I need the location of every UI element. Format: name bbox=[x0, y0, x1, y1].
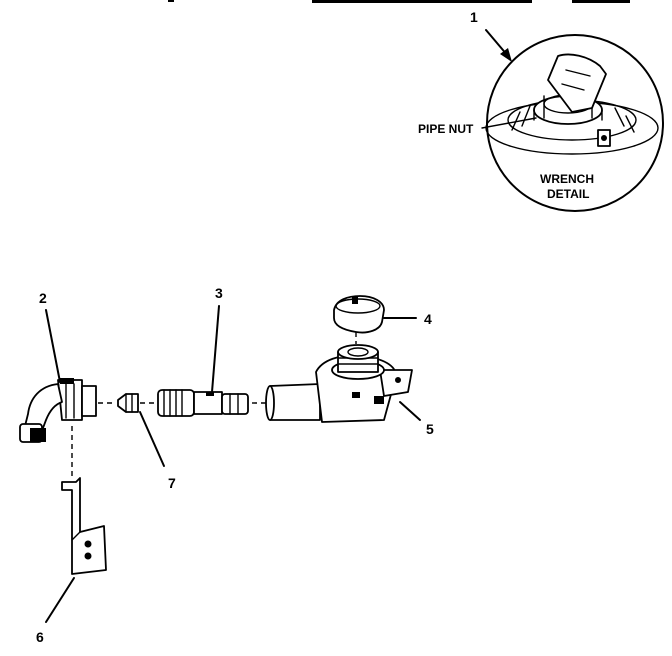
callout-1-number: 1 bbox=[470, 9, 478, 25]
coupling-adapter bbox=[157, 389, 249, 417]
callout-5: 5 bbox=[399, 401, 434, 437]
callout-1-arrowhead bbox=[500, 48, 512, 62]
mounting-bracket bbox=[61, 477, 107, 575]
callout-6: 6 bbox=[36, 577, 75, 645]
callout-4: 4 bbox=[383, 311, 432, 327]
pipe-nut-leader bbox=[481, 117, 537, 129]
cropped-header-text bbox=[168, 0, 630, 3]
callout-5-number: 5 bbox=[426, 421, 434, 437]
callout-7: 7 bbox=[139, 411, 176, 491]
pipe-nut-label: PIPE NUT bbox=[418, 122, 474, 136]
callout-4-number: 4 bbox=[424, 311, 432, 327]
callout-7-number: 7 bbox=[168, 475, 176, 491]
ferrule-nipple bbox=[117, 393, 139, 413]
wrench-detail-inset: PIPE NUT WRENCH DETAIL bbox=[418, 34, 664, 212]
callout-2-number: 2 bbox=[39, 290, 47, 306]
valve-body bbox=[265, 344, 413, 423]
callout-2: 2 bbox=[39, 290, 61, 383]
elbow-fitting bbox=[19, 378, 97, 443]
callout-6-number: 6 bbox=[36, 629, 44, 645]
retaining-ring bbox=[333, 295, 385, 334]
callout-1: 1 bbox=[470, 9, 512, 62]
wrench-tool bbox=[547, 53, 607, 113]
wrench-detail-label-line2: DETAIL bbox=[547, 187, 589, 201]
callout-3-number: 3 bbox=[215, 285, 223, 301]
callout-3: 3 bbox=[211, 285, 223, 393]
wrench-detail-label-line1: WRENCH bbox=[540, 172, 594, 186]
